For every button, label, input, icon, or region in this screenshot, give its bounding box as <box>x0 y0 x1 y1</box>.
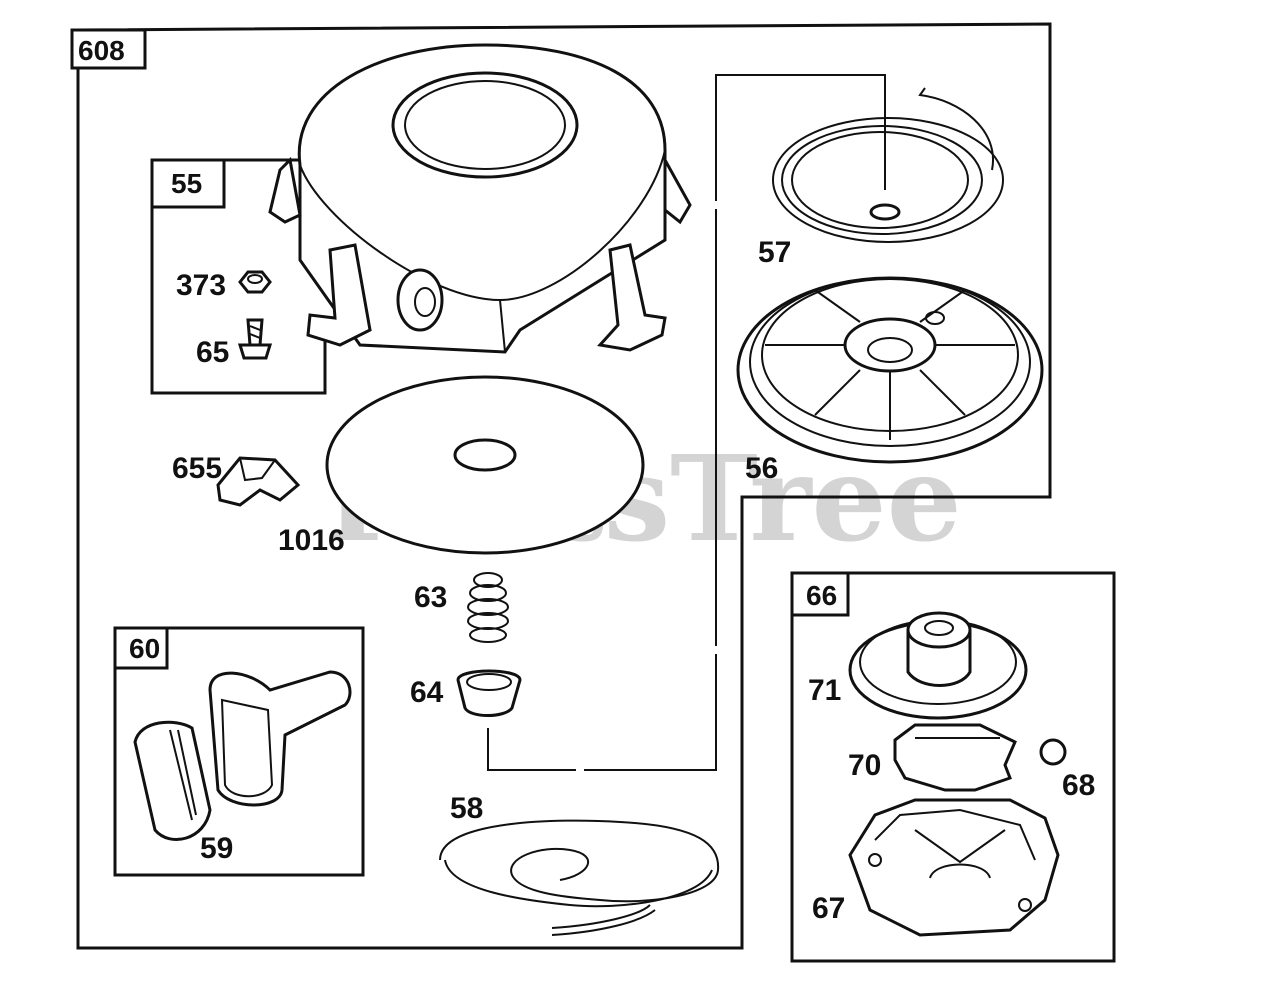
part-label-63: 63 <box>414 581 447 614</box>
clutch-group-label: 66 <box>806 580 837 611</box>
nut-373 <box>238 270 272 294</box>
part-label-655: 655 <box>172 452 222 485</box>
part-label-59: 59 <box>200 832 233 865</box>
part-label-58: 58 <box>450 792 483 825</box>
assembly-label-box <box>70 28 147 70</box>
rope-58 <box>439 819 720 936</box>
ball-68 <box>1039 738 1067 766</box>
screen-disc-1016 <box>325 375 645 555</box>
assembly-label: 608 <box>78 35 125 66</box>
part-label-373: 373 <box>176 269 226 302</box>
screw-65 <box>237 318 273 360</box>
part-label-56: 56 <box>745 452 778 485</box>
clutch-group-label-box <box>790 571 850 617</box>
part-label-65: 65 <box>196 336 229 369</box>
part-label-64: 64 <box>410 676 444 709</box>
part-label-1016: 1016 <box>278 524 345 557</box>
handle-group-label-box <box>113 626 169 670</box>
handle-group-frame <box>113 626 365 877</box>
part-label-67: 67 <box>812 892 845 925</box>
clutch-pulley-71 <box>848 611 1028 720</box>
handle-group-label: 60 <box>129 633 160 664</box>
part-label-70: 70 <box>848 749 881 782</box>
hardware-group-label: 55 <box>171 168 202 199</box>
part-label-57: 57 <box>758 236 791 269</box>
handle-59 <box>133 670 352 841</box>
ratchet-70 <box>893 723 1017 792</box>
recoil-spring-57 <box>772 87 1004 243</box>
clutch-housing-67 <box>848 798 1060 937</box>
cup-64 <box>456 669 522 717</box>
hardware-group-label-box <box>150 158 226 209</box>
pulley-56 <box>736 276 1044 464</box>
part-label-71: 71 <box>808 674 841 707</box>
part-label-68: 68 <box>1062 769 1095 802</box>
recoil-group-connector <box>487 74 886 771</box>
blower-housing <box>268 43 692 354</box>
assembly-frame <box>76 22 1052 950</box>
spring-63 <box>467 572 509 643</box>
clutch-group-frame <box>790 571 1116 963</box>
clip-655 <box>216 456 301 507</box>
